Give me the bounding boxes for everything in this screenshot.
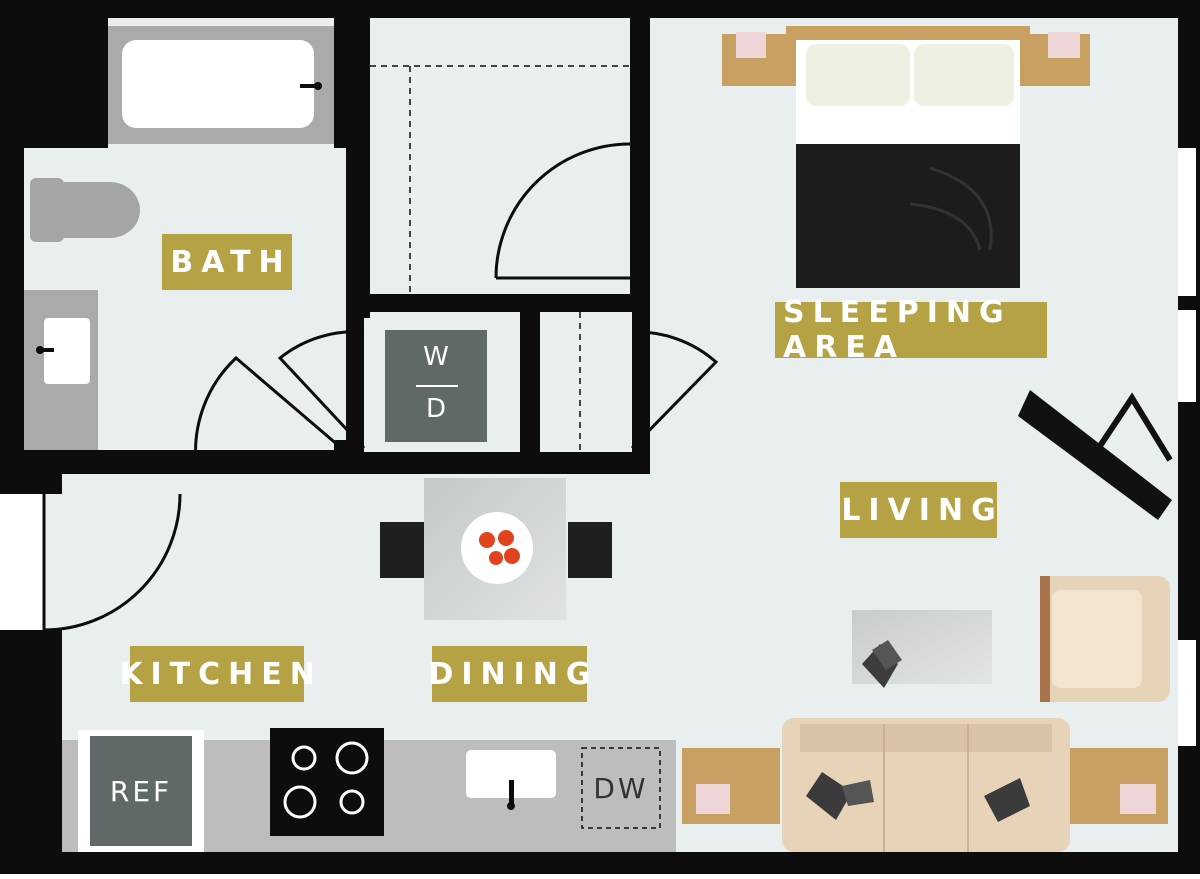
door-swings: [42, 142, 719, 632]
room-label-sleeping-area: SLEEPING AREA: [775, 295, 1047, 365]
room-label-living: LIVING: [840, 482, 997, 538]
toilet-icon: [64, 182, 140, 238]
closet-shelves: [370, 65, 630, 452]
headboard: [786, 26, 1030, 44]
lamp-icon: [696, 784, 730, 814]
dining-chair-right: [568, 522, 612, 578]
entry-opening: [0, 494, 44, 630]
refrigerator: [90, 736, 192, 846]
lamp-right-icon: [1048, 32, 1080, 58]
bathtub: [122, 40, 314, 128]
pillow-left: [806, 44, 910, 106]
tv-icon: [1018, 390, 1172, 520]
lamp-left-icon: [736, 32, 766, 58]
room-label-bath: BATH: [162, 234, 292, 290]
stove-icon: [270, 728, 384, 836]
pillow-right: [914, 44, 1014, 106]
dishwasher-label: DW: [593, 771, 649, 805]
dryer-label: D: [425, 394, 447, 424]
room-label-dining: DINING: [428, 646, 591, 702]
kitchen-sink-icon: [466, 750, 556, 798]
fruit-plate-icon: [461, 512, 533, 584]
cushion-icon: [806, 772, 852, 820]
tv-mount-icon: [1097, 392, 1173, 462]
dishwasher: [581, 747, 661, 829]
fruit-icon: [479, 530, 520, 565]
room-label-kitchen: KITCHEN: [119, 646, 315, 702]
windows: [1178, 148, 1196, 746]
dining-chair-left: [380, 522, 424, 578]
cushion-icon-right: [984, 778, 1030, 822]
sink-icon: [44, 318, 90, 384]
lamp-icon-right: [1120, 784, 1156, 814]
washer-label: W: [423, 342, 449, 372]
toilet-tank: [30, 178, 64, 242]
refrigerator-label: REF: [109, 774, 173, 808]
